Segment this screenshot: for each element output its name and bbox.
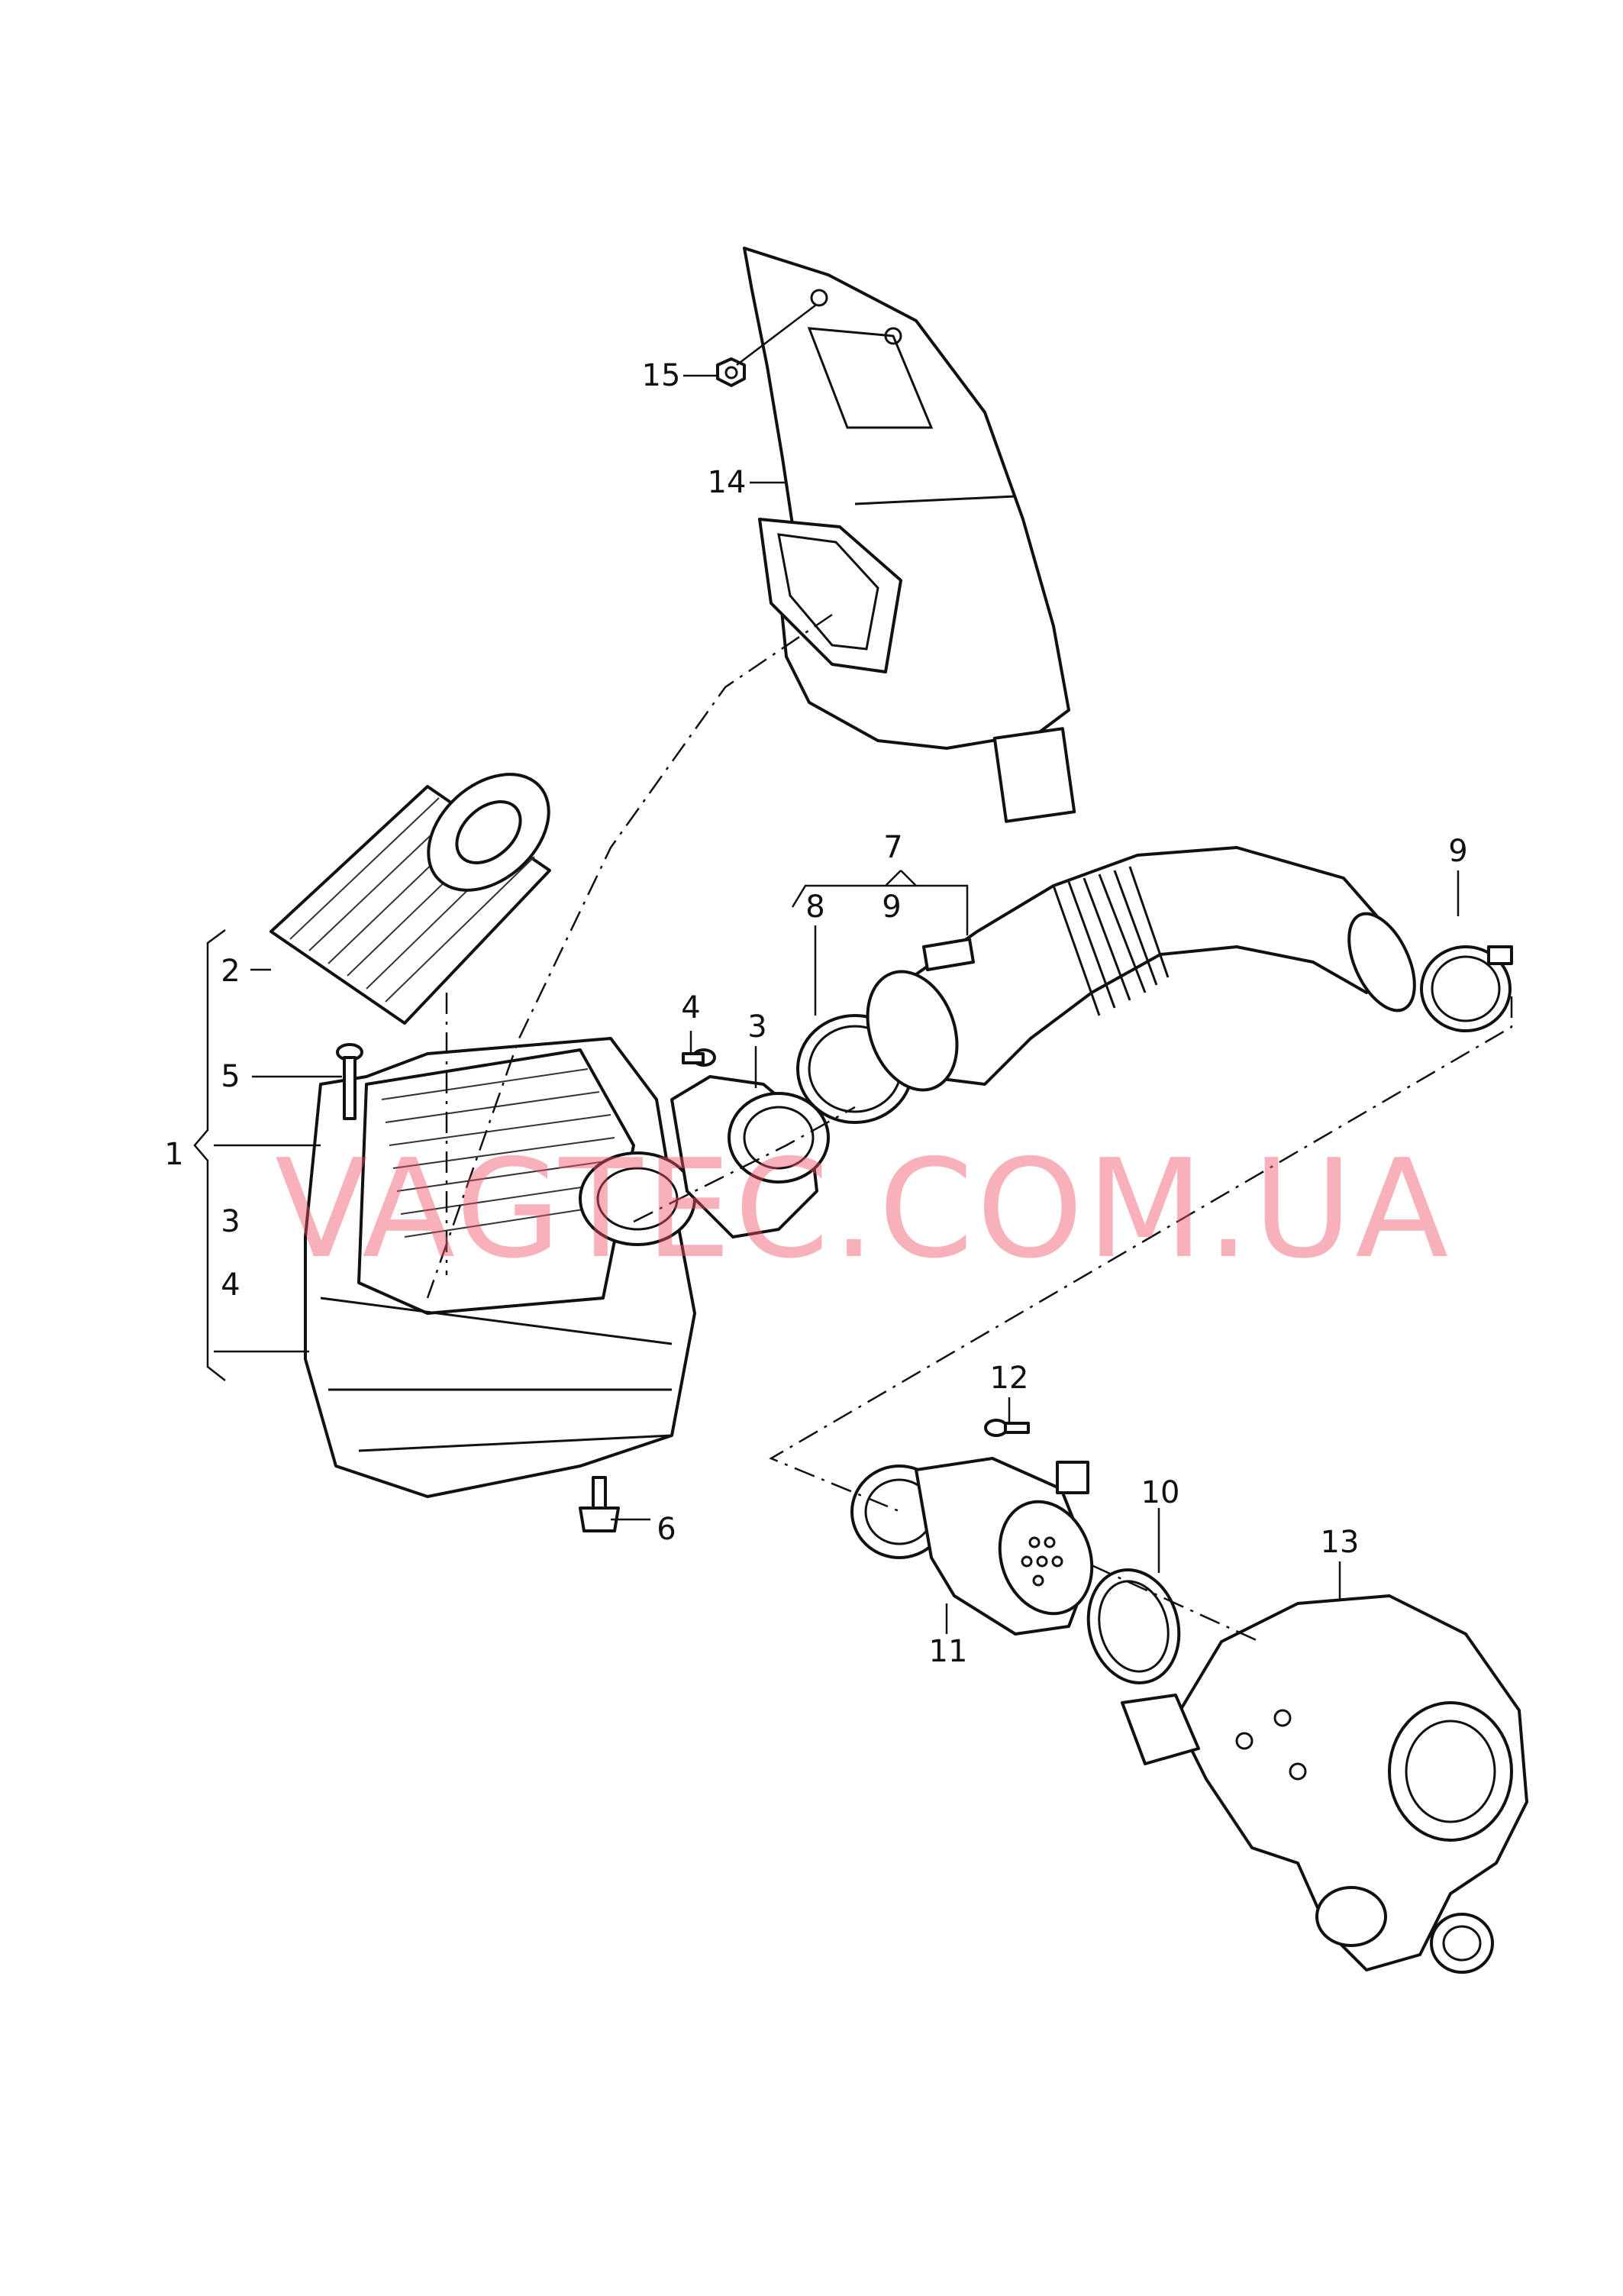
callout-8: 8 [805,890,825,925]
callout-14: 14 [707,465,747,500]
callout-9-clamp: 9 [1448,834,1468,869]
clamp-part-9 [1420,945,1513,1032]
callout-4-housing: 4 [221,1267,240,1303]
screw-part-12 [984,1419,1030,1437]
watermark-text: VAGTEC.COM.UA [275,1130,1452,1288]
callout-3-meter: 3 [747,1009,767,1045]
callout-2: 2 [221,954,240,989]
intake-hose-part-7 [866,846,1416,1092]
callout-15: 15 [641,358,681,393]
turbocharger-part-13 [1121,1594,1528,1974]
callout-12: 12 [989,1361,1029,1396]
nut-part-15 [716,357,746,387]
callout-10: 10 [1141,1475,1180,1510]
callout-3-housing: 3 [221,1204,240,1239]
screw-part-4 [682,1048,716,1067]
callout-13: 13 [1320,1525,1360,1560]
leader-lines [193,305,1460,1634]
assembly-line-shroud [426,613,833,1299]
inlet-pipe-part-11 [850,1457,1094,1636]
callout-1: 1 [164,1137,184,1172]
assembly-line-seal-turbo [1091,1564,1260,1643]
intake-shroud-part-14 [743,247,1076,823]
air-filter-housing-part-1 [304,1037,696,1498]
assembly-line-meter [633,1106,856,1223]
callout-5: 5 [221,1059,240,1094]
callout-4-meter: 4 [681,990,701,1025]
assembly-line-hose-turbo [769,996,1513,1513]
air-filter-part-2 [269,773,551,1025]
callout-6: 6 [657,1512,676,1547]
callout-11: 11 [928,1634,968,1669]
seal-part-10 [1086,1568,1181,1684]
screw-part-5 [336,1043,363,1120]
air-mass-meter-part-3 [670,1075,830,1238]
callout-7: 7 [883,830,903,865]
grommet-part-6 [579,1476,620,1532]
callout-9-hose: 9 [882,890,902,925]
